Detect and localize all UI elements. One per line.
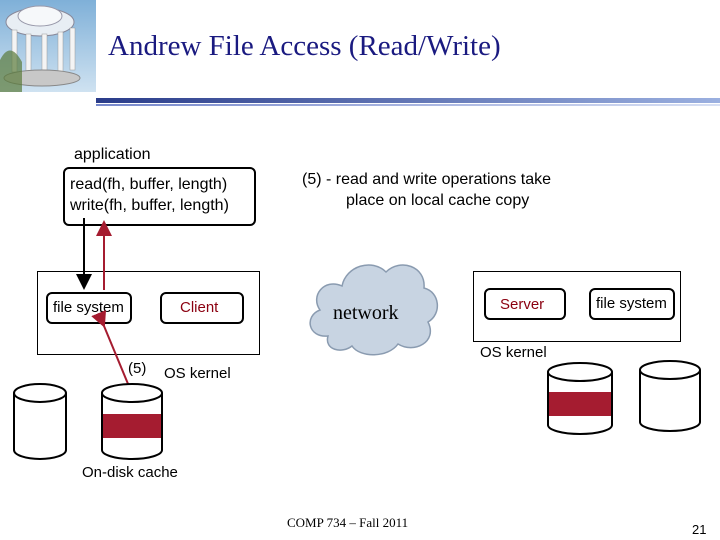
server-disk-icon <box>639 360 701 432</box>
client-label: Client <box>180 299 219 316</box>
client-box <box>160 292 244 324</box>
slide-footer: COMP 734 – Fall 2011 <box>287 515 409 530</box>
note-line-1: (5) - read and write operations take <box>302 171 552 188</box>
title-divider <box>96 98 720 103</box>
client-os-kernel-label: OS kernel <box>164 365 231 382</box>
slide-title: Andrew File Access (Read/Write) <box>108 30 501 62</box>
on-disk-cache-label: On-disk cache <box>82 464 178 481</box>
app-call-write: write(fh, buffer, length) <box>70 197 229 214</box>
network-cloud-icon <box>309 264 438 356</box>
server-label: Server <box>500 296 545 313</box>
server-os-kernel-label: OS kernel <box>480 344 547 361</box>
network-label: network <box>333 302 399 324</box>
application-box <box>63 167 256 226</box>
title-divider-shadow <box>96 104 720 106</box>
logo-image <box>0 0 96 92</box>
app-call-read: read(fh, buffer, length) <box>70 176 228 193</box>
note-line-2: place on local cache copy <box>346 192 530 209</box>
server-box <box>484 288 566 320</box>
application-label: application <box>74 146 151 163</box>
client-disk-icon <box>13 383 67 460</box>
old-well-icon <box>0 5 81 92</box>
page-number: 21 <box>692 522 707 537</box>
server-file-system-label: file system <box>596 295 667 312</box>
server-file-system-box <box>589 288 675 320</box>
client-cache-disk-icon <box>101 383 163 460</box>
server-disk-cached-icon <box>547 362 613 435</box>
